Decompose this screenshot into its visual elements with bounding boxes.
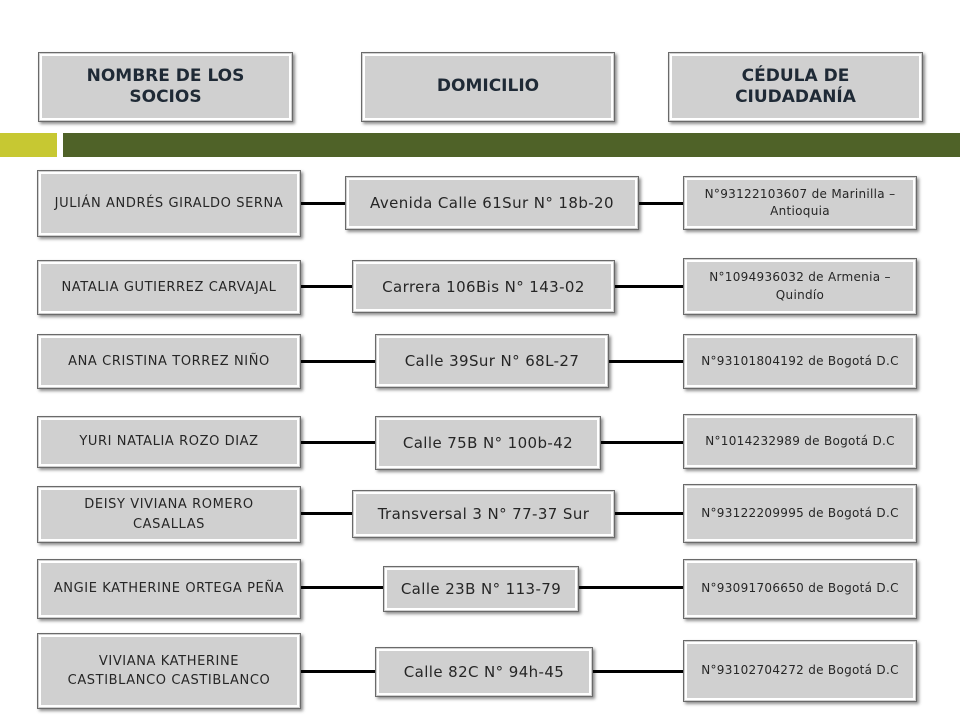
socio-name: NATALIA GUTIERREZ CARVAJAL bbox=[61, 279, 277, 295]
connector bbox=[614, 512, 684, 515]
socio-name-box: NATALIA GUTIERREZ CARVAJAL bbox=[37, 260, 301, 315]
socio-name-box: DEISY VIVIANA ROMERO CASALLAS bbox=[37, 486, 301, 543]
header-domicilio: DOMICILIO bbox=[361, 52, 615, 122]
connector bbox=[300, 441, 376, 444]
domicilio-box: Avenida Calle 61Sur N° 18b-20 bbox=[345, 176, 639, 230]
socio-name-box: ANA CRISTINA TORREZ NIÑO bbox=[37, 334, 301, 389]
cedula-box: N°1094936032 de Armenia – Quindío bbox=[683, 258, 917, 315]
header-nombre-label: NOMBRE DE LOS SOCIOS bbox=[86, 65, 245, 107]
cedula-box: N°93101804192 de Bogotá D.C bbox=[683, 334, 917, 389]
domicilio-box: Calle 75B N° 100b-42 bbox=[375, 416, 601, 470]
domicilio-text: Calle 75B N° 100b-42 bbox=[402, 434, 574, 452]
cedula-text: N°93102704272 de Bogotá D.C bbox=[701, 663, 899, 678]
domicilio-box: Calle 82C N° 94h-45 bbox=[375, 647, 593, 697]
domicilio-box: Carrera 106Bis N° 143-02 bbox=[352, 260, 615, 313]
cedula-box: N°93122209995 de Bogotá D.C bbox=[683, 484, 917, 543]
domicilio-text: Avenida Calle 61Sur N° 18b-20 bbox=[370, 194, 614, 212]
connector bbox=[300, 512, 353, 515]
socio-name: ANGIE KATHERINE ORTEGA PEÑA bbox=[53, 581, 285, 597]
domicilio-text: Calle 23B N° 113-79 bbox=[400, 580, 562, 598]
cedula-text: N°1014232989 de Bogotá D.C bbox=[705, 433, 895, 448]
cedula-text: N°93101804192 de Bogotá D.C bbox=[701, 353, 899, 368]
domicilio-text: Calle 39Sur N° 68L-27 bbox=[404, 352, 580, 370]
connector bbox=[300, 202, 346, 205]
socio-name-box: ANGIE KATHERINE ORTEGA PEÑA bbox=[37, 559, 301, 619]
connector bbox=[638, 202, 684, 205]
socio-name: VIVIANA KATHERINE CASTIBLANCO CASTIBLANC… bbox=[67, 653, 271, 689]
connector bbox=[578, 586, 684, 589]
domicilio-box: Calle 23B N° 113-79 bbox=[383, 566, 579, 612]
cedula-text: N°93091706650 de Bogotá D.C bbox=[701, 581, 899, 596]
socio-name-box: YURI NATALIA ROZO DIAZ bbox=[37, 416, 301, 468]
header-domicilio-label: DOMICILIO bbox=[436, 76, 540, 97]
connector bbox=[592, 670, 684, 673]
domicilio-text: Transversal 3 N° 77-37 Sur bbox=[377, 505, 590, 523]
connector bbox=[300, 285, 353, 288]
header-cedula: CÉDULA DE CIUDADANÍA bbox=[668, 52, 923, 122]
connector bbox=[608, 360, 684, 363]
connector bbox=[300, 586, 384, 589]
domicilio-text: Carrera 106Bis N° 143-02 bbox=[382, 277, 585, 296]
accent-bar-green bbox=[63, 133, 960, 157]
cedula-box: N°1014232989 de Bogotá D.C bbox=[683, 414, 917, 469]
connector bbox=[600, 441, 684, 444]
cedula-box: N°93122103607 de Marinilla – Antioquia bbox=[683, 176, 917, 230]
cedula-text: N°93122103607 de Marinilla – Antioquia bbox=[704, 186, 896, 218]
socio-name: ANA CRISTINA TORREZ NIÑO bbox=[68, 353, 270, 369]
cedula-box: N°93091706650 de Bogotá D.C bbox=[683, 559, 917, 619]
connector bbox=[614, 285, 684, 288]
socio-name: YURI NATALIA ROZO DIAZ bbox=[79, 434, 259, 450]
cedula-text: N°93122209995 de Bogotá D.C bbox=[701, 505, 899, 520]
connector bbox=[300, 360, 376, 363]
cedula-text: N°1094936032 de Armenia – Quindío bbox=[709, 270, 891, 302]
socio-name-box: JULIÁN ANDRÉS GIRALDO SERNA bbox=[37, 170, 301, 237]
domicilio-box: Transversal 3 N° 77-37 Sur bbox=[352, 490, 615, 538]
socio-name: JULIÁN ANDRÉS GIRALDO SERNA bbox=[54, 195, 284, 211]
header-nombre-socios: NOMBRE DE LOS SOCIOS bbox=[38, 52, 293, 122]
cedula-box: N°93102704272 de Bogotá D.C bbox=[683, 640, 917, 702]
accent-bar-yellow bbox=[0, 133, 57, 157]
socio-name: DEISY VIVIANA ROMERO CASALLAS bbox=[84, 497, 254, 532]
header-cedula-label: CÉDULA DE CIUDADANÍA bbox=[735, 65, 856, 107]
domicilio-box: Calle 39Sur N° 68L-27 bbox=[375, 334, 609, 388]
socio-name-box: VIVIANA KATHERINE CASTIBLANCO CASTIBLANC… bbox=[37, 633, 301, 709]
domicilio-text: Calle 82C N° 94h-45 bbox=[403, 663, 565, 681]
connector bbox=[300, 670, 376, 673]
